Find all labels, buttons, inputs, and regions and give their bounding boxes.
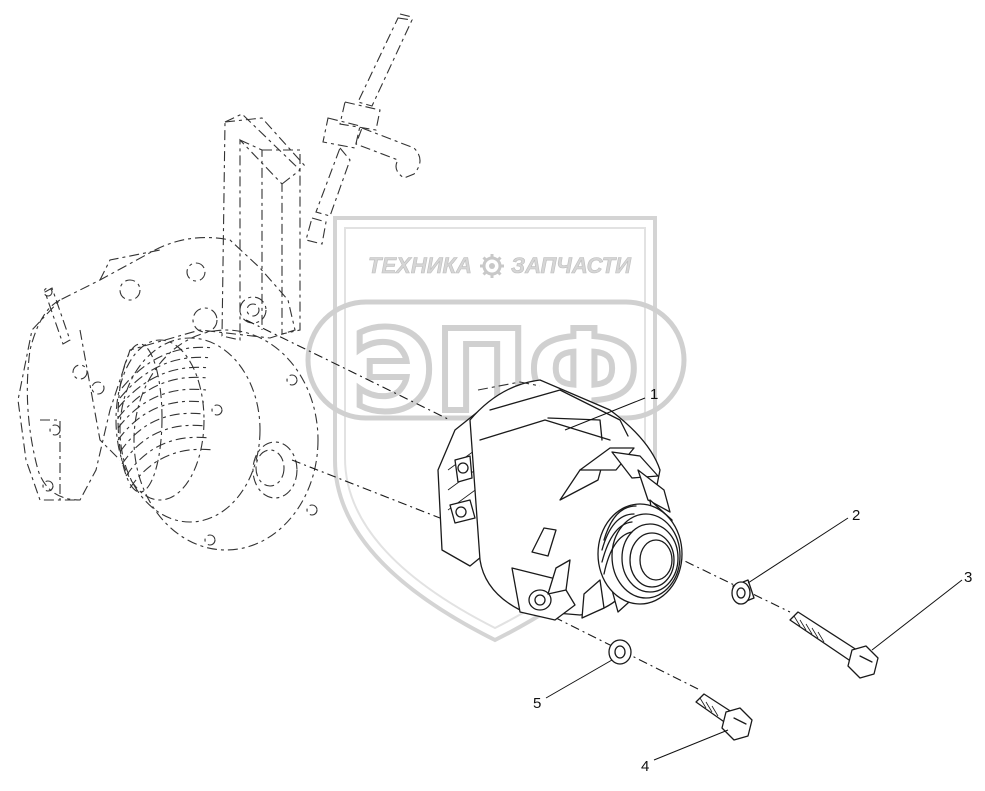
watermark-text-left: ТЕХНИКА [368, 253, 472, 278]
terminal-nut [457, 462, 469, 474]
short-bolt [695, 693, 753, 741]
long-bolt [789, 611, 879, 679]
callout-5: 5 [533, 695, 541, 712]
gear-icon [480, 254, 504, 278]
callout-4: 4 [641, 758, 649, 775]
pulley-grooves [117, 346, 215, 489]
washer [608, 639, 632, 665]
alternator [437, 379, 683, 621]
alternator-pulley [597, 503, 683, 605]
spacer-bushing [731, 579, 755, 605]
watermark-text-right: ЗАПЧАСТИ [511, 253, 632, 278]
watermark: ТЕХНИКА ЗАПЧАСТИ ЭПФ [305, 216, 687, 643]
callout-2: 2 [852, 507, 860, 524]
leader-lines [545, 397, 963, 761]
engine-bracket-phantom [17, 13, 421, 551]
callout-3: 3 [964, 569, 972, 586]
callout-1: 1 [650, 386, 658, 403]
callouts: 1 2 3 4 5 [533, 386, 972, 775]
